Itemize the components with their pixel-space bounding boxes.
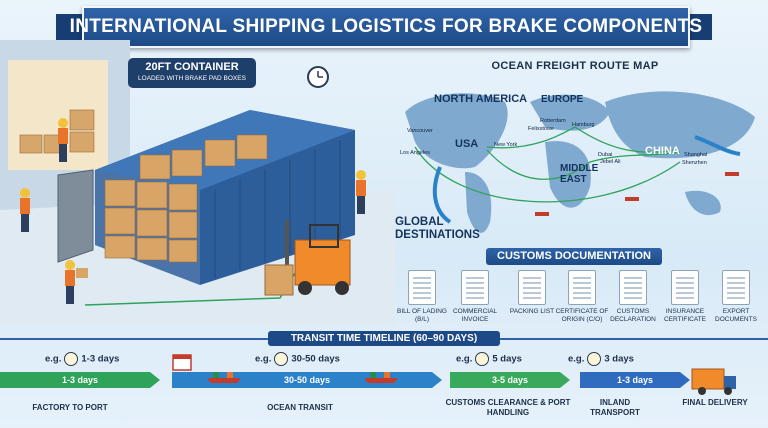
city-shanghai: Shanghai — [684, 152, 708, 158]
worker-clipboard — [356, 170, 366, 214]
container-cargo — [104, 134, 268, 263]
worker-left — [58, 118, 68, 162]
global-destinations: GLOBAL DESTINATIONS — [395, 216, 480, 241]
customs-doc: INSURANCE CERTIFICATE — [655, 270, 715, 324]
stage-name: FACTORY TO PORT — [32, 403, 108, 412]
eg-value: 1-3 days — [81, 353, 120, 365]
title-banner: INTERNATIONAL SHIPPING LOGISTICS FOR BRA… — [70, 6, 702, 48]
doc-label: CUSTOMS DECLARATION — [610, 308, 656, 323]
clock-icon — [274, 352, 289, 366]
eg-prefix: e.g. — [456, 353, 473, 365]
page-title: INTERNATIONAL SHIPPING LOGISTICS FOR BRA… — [69, 16, 703, 37]
stage-estimate: e.g. 3 days — [568, 352, 634, 366]
stage-duration-bar: 1-3 days — [580, 372, 690, 388]
doc-label: EXPORT DOCUMENTS — [715, 308, 757, 323]
clock-icon — [587, 352, 602, 366]
eg-value: 30-50 days — [291, 353, 340, 365]
stage-estimate: e.g. 30-50 days — [255, 352, 340, 366]
document-icon — [722, 270, 750, 305]
document-icon — [408, 270, 436, 305]
forklift — [264, 220, 351, 296]
route-ships — [535, 172, 739, 216]
doc-label: INSURANCE CERTIFICATE — [663, 308, 706, 323]
clock-icon — [64, 352, 79, 366]
eg-value: 3 days — [604, 353, 634, 365]
customs-doc: CUSTOMS DECLARATION — [603, 270, 663, 324]
city-dubai: Dubai — [598, 152, 613, 158]
region-north-america: NORTH AMERICA — [434, 93, 528, 105]
region-middle-east: MIDDLE EAST — [560, 163, 599, 185]
container-door — [57, 169, 94, 263]
document-icon — [671, 270, 699, 305]
customs-doc: PACKING LIST — [502, 270, 562, 316]
customs-title: CUSTOMS DOCUMENTATION — [486, 248, 662, 265]
city-shenzhen: Shenzhen — [682, 160, 707, 166]
shipping-routes — [414, 126, 681, 203]
china-arrow — [694, 135, 741, 156]
doc-label: PACKING LIST — [509, 308, 555, 315]
container-illustration — [0, 40, 395, 325]
worker-tablet — [20, 188, 30, 232]
container-sublabel: LOADED WITH BRAKE PAD BOXES — [138, 75, 246, 82]
customs-doc: BILL OF LADING (B/L) — [392, 270, 452, 324]
container-ribs — [214, 140, 341, 278]
global-arrow — [432, 166, 452, 224]
customs-doc: COMMERCIAL INVOICE — [445, 270, 505, 324]
delivery-truck-icon — [691, 368, 736, 395]
stage-name: CUSTOMS CLEARANCE & PORT HANDLING — [445, 398, 571, 417]
region-china: CHINA — [645, 145, 680, 157]
container-callout: 20FT CONTAINER LOADED WITH BRAKE PAD BOX… — [128, 58, 256, 88]
eg-prefix: e.g. — [45, 353, 62, 365]
eg-prefix: e.g. — [255, 353, 272, 365]
stage-estimate: e.g. 5 days — [456, 352, 522, 366]
continents — [405, 91, 755, 233]
world-map — [405, 91, 755, 233]
stage-name: FINAL DELIVERY — [682, 398, 748, 407]
customs-doc: EXPORT DOCUMENTS — [706, 270, 766, 324]
city-felixstowe: Felixstowe — [528, 126, 554, 132]
document-icon — [619, 270, 647, 305]
timeline-title: TRANSIT TIME TIMELINE (60–90 DAYS) — [268, 331, 500, 346]
clock-icon — [475, 352, 490, 366]
city-new-york: New York — [494, 142, 518, 148]
customs-doc: CERTIFICATE OF ORIGIN (C/O) — [552, 270, 612, 324]
document-icon — [518, 270, 546, 305]
document-icon — [461, 270, 489, 305]
ship-icon — [207, 372, 241, 383]
stage-duration-bar: 3-5 days — [450, 372, 570, 388]
city-rotterdam: Rotterdam — [540, 118, 566, 124]
doc-label: CERTIFICATE OF ORIGIN (C/O) — [555, 308, 609, 323]
document-icon — [568, 270, 596, 305]
ship-icon-2 — [364, 372, 398, 383]
city-jebel-ali: Jebel Ali — [600, 159, 621, 165]
stage-duration-bar: 1-3 days — [0, 372, 160, 388]
stage-estimate: e.g. 1-3 days — [45, 352, 119, 366]
map-title: OCEAN FREIGHT ROUTE MAP — [491, 60, 659, 72]
region-europe: EUROPE — [541, 94, 584, 105]
calendar-icon — [172, 354, 192, 371]
doc-label: BILL OF LADING (B/L) — [397, 308, 447, 323]
stage-name: OCEAN TRANSIT — [267, 403, 333, 412]
city-hamburg: Hamburg — [572, 122, 595, 128]
doc-label: COMMERCIAL INVOICE — [452, 308, 498, 323]
eg-prefix: e.g. — [568, 353, 585, 365]
stage-name: INLAND TRANSPORT — [590, 398, 640, 417]
region-usa: USA — [455, 138, 479, 150]
worker-box — [65, 260, 88, 304]
city-los-angeles: Los Angeles — [400, 150, 430, 156]
eg-value: 5 days — [492, 353, 522, 365]
container-label: 20FT CONTAINER — [145, 61, 239, 73]
city-vancouver: Vancouver — [407, 128, 433, 134]
